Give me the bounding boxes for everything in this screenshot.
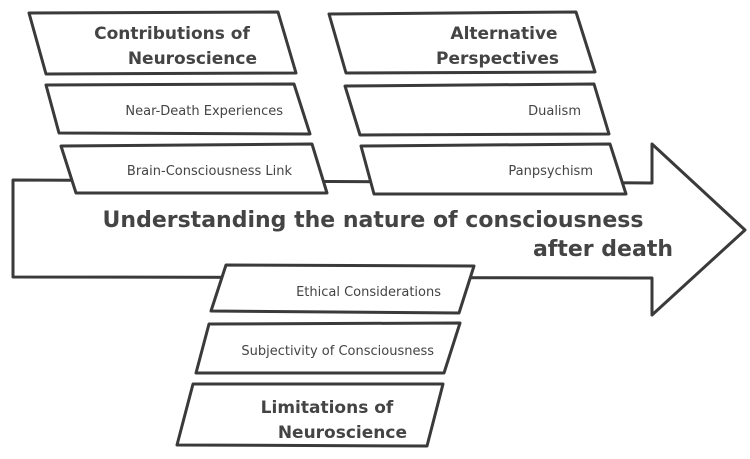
cause-box-ethical-considerations: Ethical Considerations (209, 263, 476, 315)
alternatives-heading-line1: Alternative (450, 24, 557, 44)
main-title-line1: Understanding the nature of consciousnes… (103, 208, 644, 233)
cause-label-ethical-considerations: Ethical Considerations (296, 285, 441, 300)
alternatives-heading-line2: Perspectives (436, 49, 559, 69)
limitations-branch: Ethical Considerations Subjectivity of C… (175, 263, 476, 448)
cause-label-near-death-experiences: Near-Death Experiences (125, 104, 283, 119)
cause-label-panpsychism: Panpsychism (508, 164, 593, 179)
limitations-heading-box: Limitations of Neuroscience (175, 382, 445, 448)
alternatives-heading-box: Alternative Perspectives (327, 10, 597, 75)
cause-box-panpsychism: Panpsychism (359, 142, 628, 196)
contributions-branch: Contributions of Neuroscience Near-Death… (27, 10, 329, 195)
limitations-heading-line2: Neuroscience (278, 423, 407, 443)
contributions-heading-line2: Neuroscience (128, 49, 257, 69)
cause-box-near-death-experiences: Near-Death Experiences (44, 82, 312, 136)
cause-label-subjectivity-of-consciousness: Subjectivity of Consciousness (241, 344, 434, 359)
cause-box-brain-consciousness-link: Brain-Consciousness Link (59, 142, 329, 195)
alternatives-branch: Alternative Perspectives Dualism Panpsyc… (327, 10, 628, 196)
cause-label-dualism: Dualism (528, 104, 581, 119)
cause-box-subjectivity-of-consciousness: Subjectivity of Consciousness (194, 321, 462, 375)
contributions-heading-box: Contributions of Neuroscience (27, 10, 298, 76)
contributions-heading-line1: Contributions of (94, 24, 250, 44)
cause-label-brain-consciousness-link: Brain-Consciousness Link (127, 164, 293, 179)
main-title-line2: after death (533, 237, 673, 262)
limitations-heading-line1: Limitations of (261, 398, 394, 418)
cause-box-dualism: Dualism (343, 82, 611, 137)
